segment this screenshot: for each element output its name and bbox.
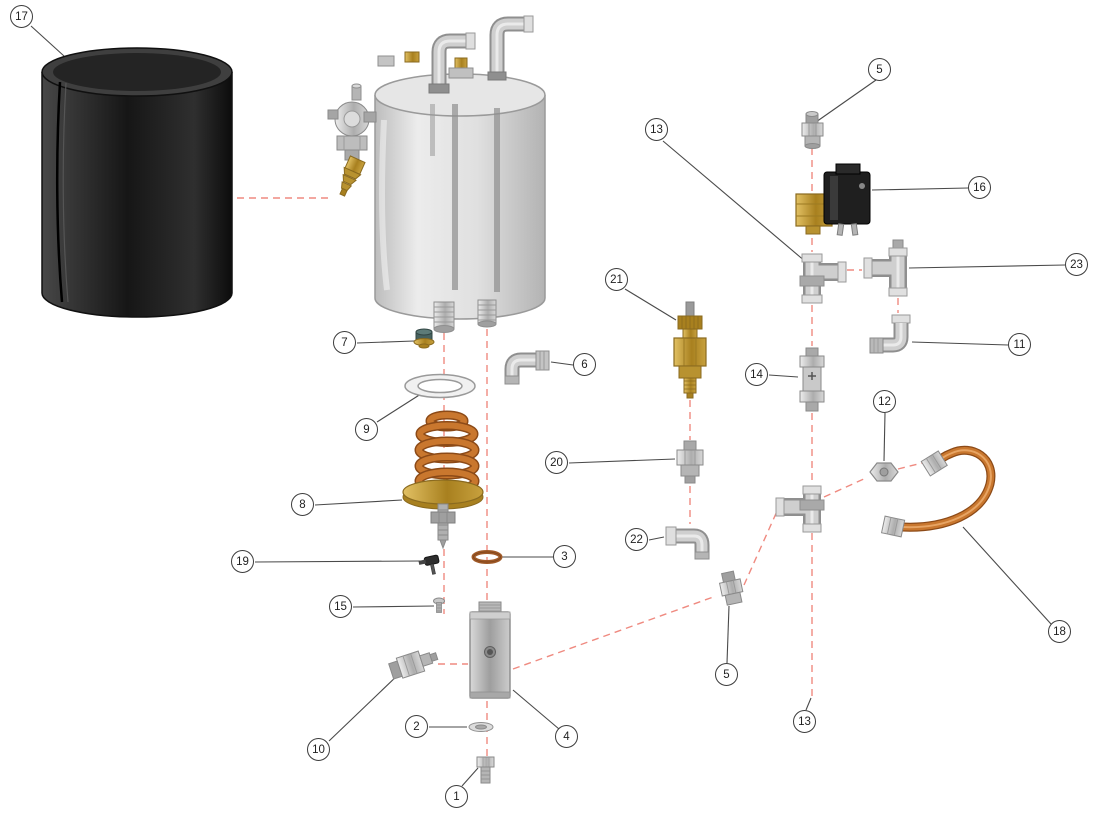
callout-1: 1 (445, 785, 468, 808)
callout-3: 3 (553, 545, 576, 568)
callout-5-b: 5 (715, 663, 738, 686)
callout-4: 4 (555, 725, 578, 748)
callout-22: 22 (625, 528, 648, 551)
boiler-tank (374, 73, 546, 320)
washer (468, 722, 494, 732)
callout-18: 18 (1048, 620, 1071, 643)
boiler-outlet-elbow (504, 350, 550, 385)
distribution-block (469, 601, 511, 699)
heating-element (402, 410, 484, 550)
boiler-bottom-ports (433, 299, 497, 333)
outlet-elbow (869, 314, 911, 354)
solenoid-valve (795, 163, 871, 236)
callout-9: 9 (355, 418, 378, 441)
hex-nut (869, 462, 899, 482)
callout-23: 23 (1065, 253, 1088, 276)
callout-14: 14 (745, 363, 768, 386)
compression-fitting (388, 650, 439, 680)
straight-fitting-lower (718, 570, 744, 606)
callout-17: 17 (10, 5, 33, 28)
tee-fitting-right (863, 239, 908, 297)
callout-11: 11 (1008, 333, 1031, 356)
callout-16: 16 (968, 176, 991, 199)
sensor-pin (418, 554, 440, 575)
callout-7: 7 (333, 331, 356, 354)
callout-10: 10 (307, 738, 330, 761)
callout-15: 15 (329, 595, 352, 618)
union-fitting (676, 440, 704, 484)
boiler-top-fittings (377, 15, 534, 94)
callout-2: 2 (405, 715, 428, 738)
callout-19: 19 (231, 550, 254, 573)
drain-elbow (665, 526, 710, 560)
callout-5-a: 5 (868, 58, 891, 81)
callout-13-a: 13 (645, 118, 668, 141)
straight-fitting-upper (801, 111, 824, 149)
tee-fitting-upper (799, 253, 847, 304)
expansion-valve (673, 301, 707, 399)
callout-6: 6 (573, 353, 596, 376)
callout-12: 12 (873, 390, 896, 413)
mounting-screw (433, 597, 445, 613)
leader-lines (30, 25, 1066, 787)
assembly-dashed-lines (237, 148, 927, 756)
o-ring (471, 550, 503, 564)
check-valve (799, 347, 825, 412)
callout-20: 20 (545, 451, 568, 474)
insulation-sleeve (41, 47, 233, 318)
copper-pipe (880, 445, 996, 538)
callout-13-b: 13 (793, 710, 816, 733)
callout-21: 21 (605, 268, 628, 291)
tee-fitting-lower (775, 485, 825, 533)
boiler-gasket (404, 373, 476, 399)
callout-8: 8 (291, 493, 314, 516)
vacuum-breaker-assembly (327, 83, 377, 197)
boiler-drain-plug (413, 328, 435, 349)
hex-bolt (476, 756, 495, 784)
